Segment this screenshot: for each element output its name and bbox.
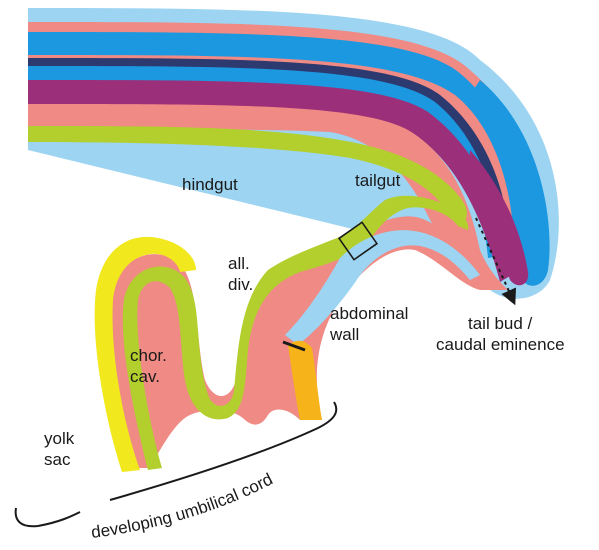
label-tail-bud: tail bud / caudal eminence xyxy=(468,313,565,355)
label-chorionic-cavity: chor. cav. xyxy=(130,345,167,387)
label-allantoic-diverticulum: all. div. xyxy=(228,253,253,295)
label-tailgut: tailgut xyxy=(355,170,400,191)
label-yolk-sac: yolk sac xyxy=(44,428,74,470)
label-hindgut: hindgut xyxy=(182,174,238,195)
label-abdominal-wall: abdominal wall xyxy=(330,303,408,345)
